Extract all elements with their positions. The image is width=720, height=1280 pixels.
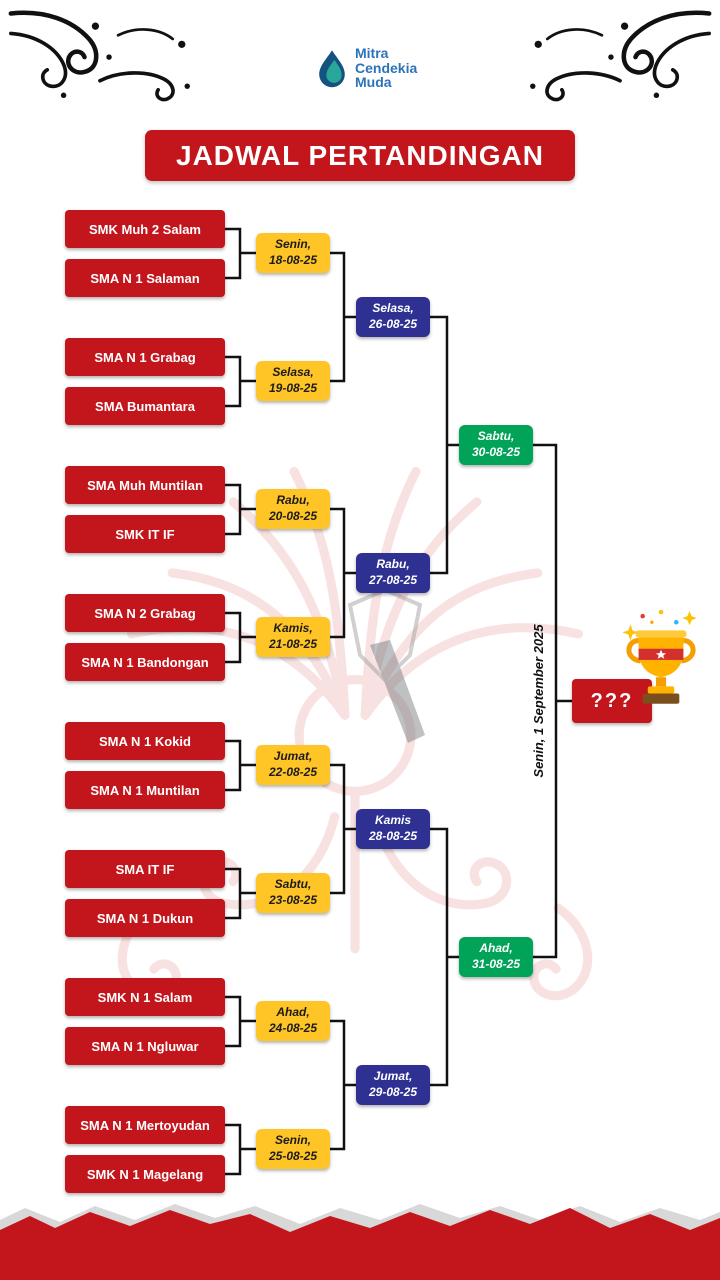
round1-match-date: Senin, 25-08-25 [256,1129,330,1169]
match-date: 21-08-25 [268,637,318,651]
round1-match-date: Selasa, 19-08-25 [256,361,330,401]
brand-line: Muda [355,74,392,91]
final-match-date: Senin, 1 September 2025 [531,624,546,778]
brand-logo: Mitra Cendekia Muda [316,46,417,90]
match-day: Jumat, [373,1069,413,1084]
brand-line: Cendekia [355,59,418,76]
round1-match-date: Jumat, 22-08-25 [256,745,330,785]
team-box: SMK N 1 Magelang [65,1155,225,1193]
match-date: 20-08-25 [268,509,318,523]
match-date: 31-08-25 [471,957,521,971]
page-title: JADWAL PERTANDINGAN [145,130,575,181]
torn-paper-edge [0,1204,720,1280]
droplet-logo-icon [319,50,345,88]
round3-match-date: Sabtu, 30-08-25 [459,425,533,465]
round3-match-date: Ahad, 31-08-25 [459,937,533,977]
team-box: SMA N 1 Muntilan [65,771,225,809]
match-day: Selasa, [372,301,414,316]
round2-match-date: Jumat, 29-08-25 [356,1065,430,1105]
brand-name: Mitra Cendekia Muda [355,46,417,90]
match-date: 27-08-25 [368,573,418,587]
match-date: 24-08-25 [268,1021,318,1035]
match-day: Jumat, [273,749,313,764]
emblem-watermark [347,587,425,743]
round2-match-date: Selasa, 26-08-25 [356,297,430,337]
match-day: Senin, [274,237,311,252]
match-day: Sabtu, [274,877,312,892]
match-date: 26-08-25 [368,317,418,331]
team-box: SMK IT IF [65,515,225,553]
match-date: 22-08-25 [268,765,318,779]
match-date: 19-08-25 [268,381,318,395]
match-day: Rabu, [376,557,410,572]
team-box: SMA N 1 Salaman [65,259,225,297]
match-day: Senin, [274,1133,311,1148]
team-box: SMA N 1 Dukun [65,899,225,937]
match-day: Kamis, [273,621,313,636]
match-date: 25-08-25 [268,1149,318,1163]
trophy-icon [622,609,697,704]
team-box: SMA N 1 Grabag [65,338,225,376]
match-date: 28-08-25 [368,829,418,843]
match-day: Kamis [374,813,412,828]
team-box: SMA Muh Muntilan [65,466,225,504]
corner-flourish-icon [530,10,712,102]
round2-match-date: Rabu, 27-08-25 [356,553,430,593]
team-box: SMA N 1 Ngluwar [65,1027,225,1065]
match-day: Ahad, [479,941,513,956]
team-box: SMA N 1 Bandongan [65,643,225,681]
corner-flourish-icon [8,10,190,102]
champion-placeholder: ??? [572,679,652,723]
round1-match-date: Kamis, 21-08-25 [256,617,330,657]
team-box: SMA N 1 Mertoyudan [65,1106,225,1144]
match-day: Sabtu, [477,429,515,444]
round1-match-date: Rabu, 20-08-25 [256,489,330,529]
round2-match-date: Kamis 28-08-25 [356,809,430,849]
match-date: 30-08-25 [471,445,521,459]
round1-match-date: Ahad, 24-08-25 [256,1001,330,1041]
match-day: Rabu, [276,493,310,508]
team-box: SMK Muh 2 Salam [65,210,225,248]
team-box: SMA N 2 Grabag [65,594,225,632]
team-box: SMA N 1 Kokid [65,722,225,760]
match-day: Ahad, [276,1005,310,1020]
team-box: SMA IT IF [65,850,225,888]
match-date: 23-08-25 [268,893,318,907]
match-date: 18-08-25 [268,253,318,267]
brand-line: Mitra [355,45,389,61]
round1-match-date: Senin, 18-08-25 [256,233,330,273]
round1-match-date: Sabtu, 23-08-25 [256,873,330,913]
team-box: SMK N 1 Salam [65,978,225,1016]
team-box: SMA Bumantara [65,387,225,425]
match-day: Selasa, [272,365,314,380]
match-date: 29-08-25 [368,1085,418,1099]
